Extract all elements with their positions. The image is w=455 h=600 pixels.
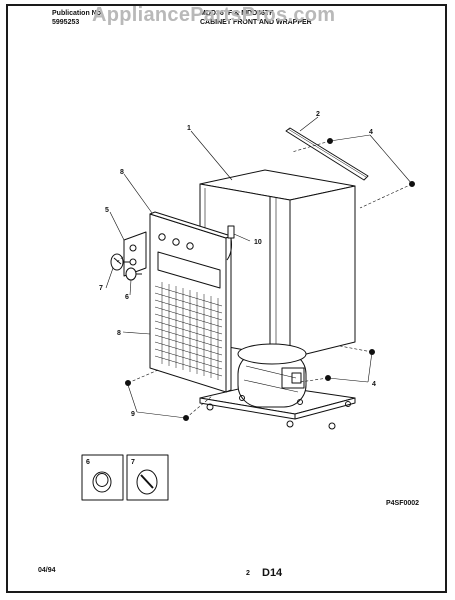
callout-5: 5 xyxy=(105,207,109,214)
publication-label: Publication No. xyxy=(52,10,103,17)
callout-7-drawing: 7 xyxy=(99,285,103,292)
compressor xyxy=(237,343,307,408)
callout-2: 2 xyxy=(316,111,320,118)
publication-number: 5995253 xyxy=(52,19,80,26)
control-panel xyxy=(123,231,147,277)
callout-10: 10 xyxy=(254,239,262,246)
callout-7-inset: 7 xyxy=(131,459,135,466)
callout-6-inset: 6 xyxy=(86,459,90,466)
footer-date: 04/94 xyxy=(38,567,56,574)
grille xyxy=(154,282,223,380)
page-border xyxy=(6,4,447,593)
callout-8-top: 8 xyxy=(120,169,124,176)
inset-knob-6 xyxy=(81,454,124,501)
footer-page-code: D14 xyxy=(262,567,283,579)
callout-4-top: 4 xyxy=(369,129,373,136)
assembly-lines xyxy=(116,140,413,419)
section-title: CABINET FRONT AND WRAPPER xyxy=(200,19,312,26)
footer-page-number: 2 xyxy=(246,570,250,577)
callout-9: 9 xyxy=(131,411,135,418)
inset-knob-7 xyxy=(126,454,169,501)
thermostat-bulb xyxy=(226,225,235,261)
watermark: AppliancePartsPros.com xyxy=(92,4,336,26)
model-line: MDD36TF & MDD36TF xyxy=(200,10,274,17)
callout-8-bottom: 8 xyxy=(117,330,121,337)
leader-lines xyxy=(105,116,413,419)
diagram-code: P4SF0002 xyxy=(386,500,419,507)
callout-1: 1 xyxy=(187,125,191,132)
callout-4-bottom: 4 xyxy=(372,381,376,388)
callout-6-drawing: 6 xyxy=(125,294,129,301)
top-trim-strip xyxy=(285,127,369,181)
